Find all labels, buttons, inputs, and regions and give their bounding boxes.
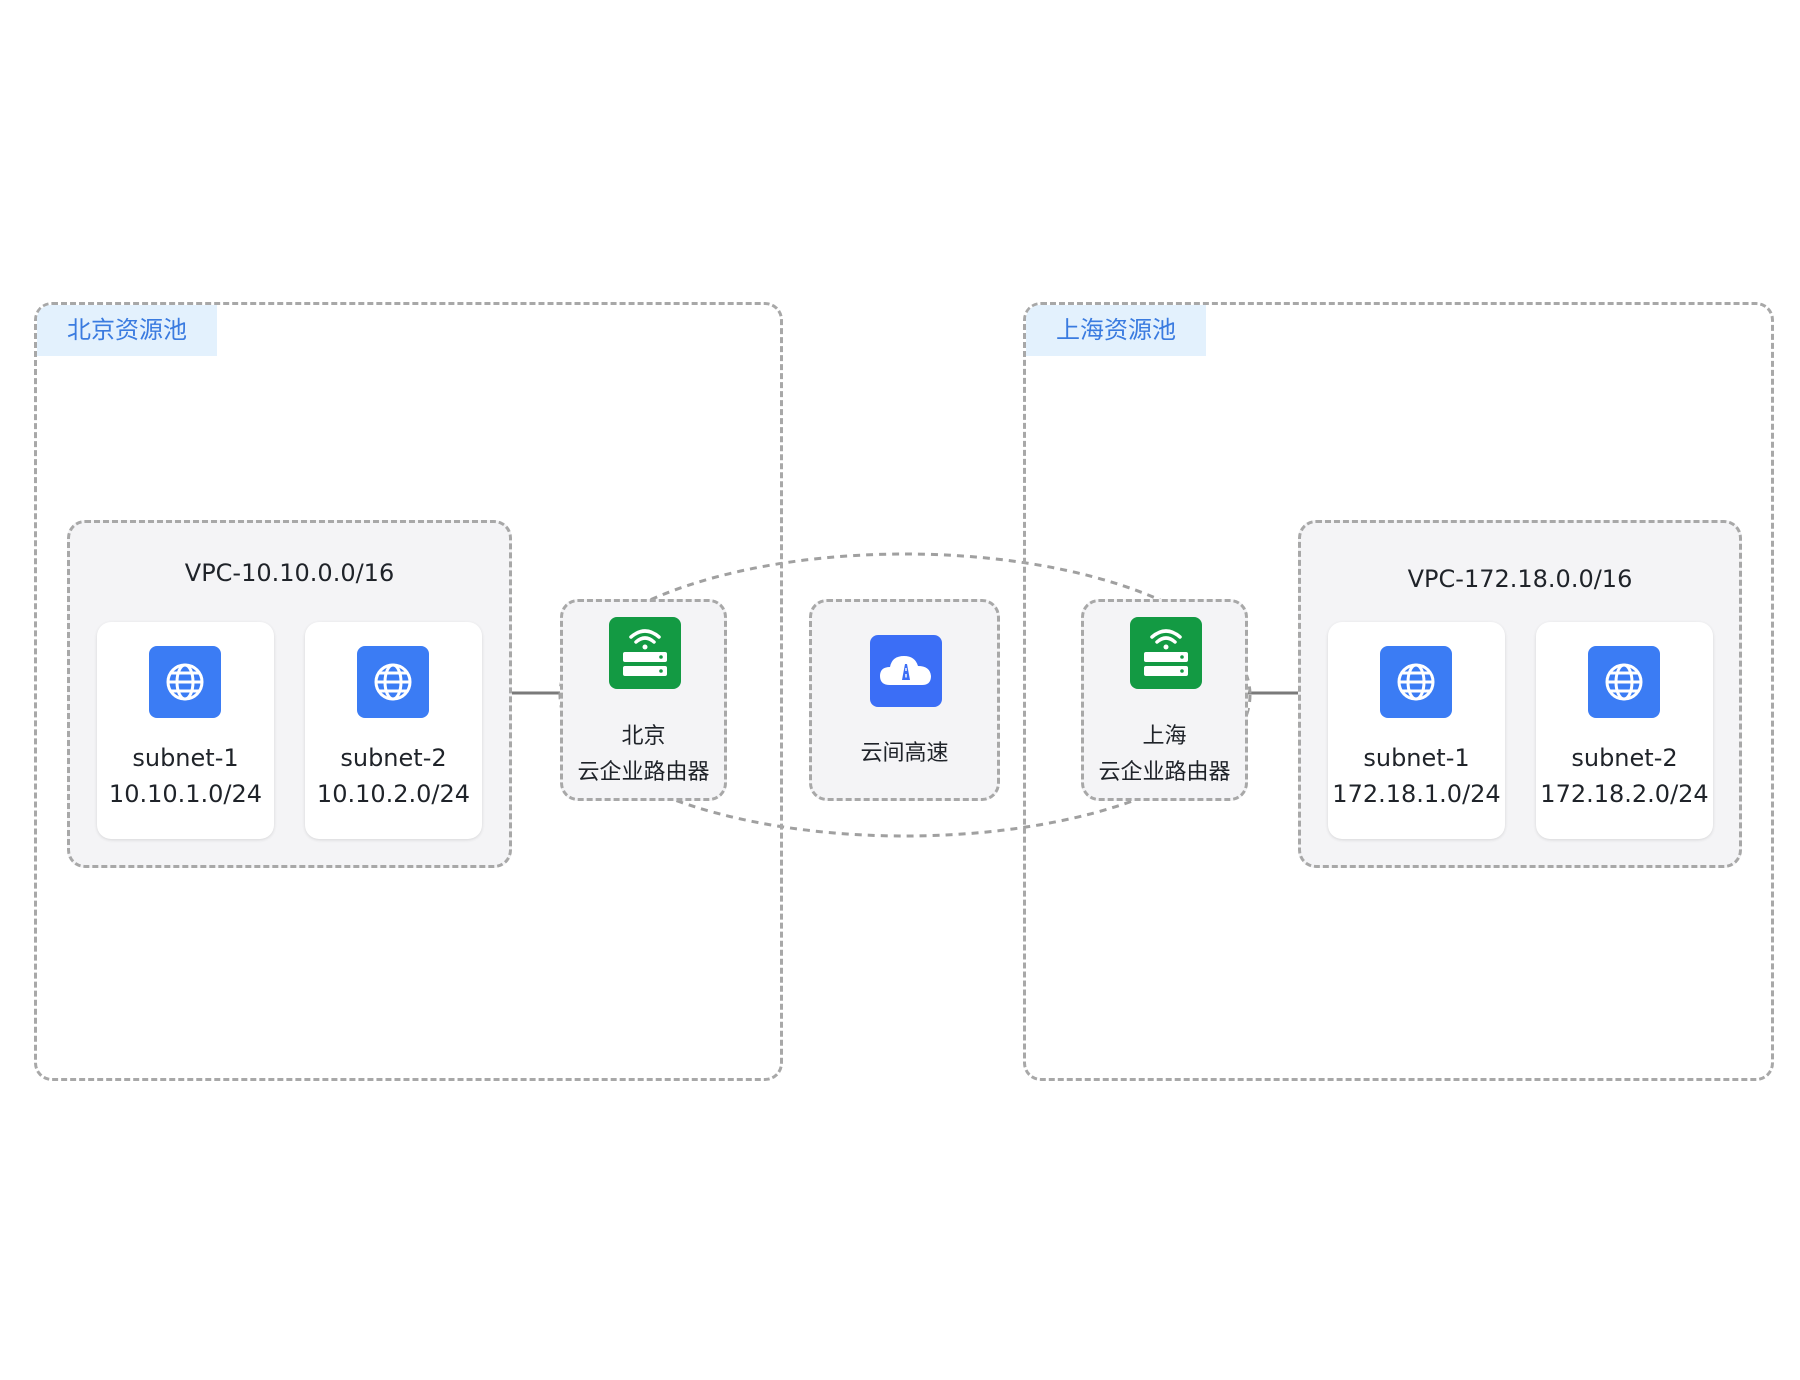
backbone-node[interactable]: 云间高速	[809, 599, 1000, 801]
router-type-label: 云企业路由器	[1098, 760, 1231, 785]
subnet-cidr: 10.10.1.0/24	[108, 780, 263, 808]
vpc-beijing: VPC-10.10.0.0/16 subnet-1 10.10.1.0/24 s…	[67, 520, 512, 868]
router-region-label: 北京	[621, 724, 666, 749]
router-node-beijing[interactable]: 北京 云企业路由器	[560, 599, 727, 801]
backbone-label: 云间高速	[860, 741, 949, 766]
region-beijing: 北京资源池	[34, 302, 783, 1081]
region-shanghai: 上海资源池	[1023, 302, 1774, 1081]
globe-icon	[1380, 646, 1452, 718]
subnet-name: subnet-1	[132, 744, 239, 772]
cloud-highway-icon	[870, 635, 942, 707]
globe-icon	[357, 646, 429, 718]
subnet-card-beijing-2[interactable]: subnet-2 10.10.2.0/24	[305, 622, 482, 839]
subnet-cidr: 172.18.1.0/24	[1332, 780, 1501, 808]
region-shanghai-tag: 上海资源池	[1026, 305, 1206, 356]
subnet-cidr: 10.10.2.0/24	[316, 780, 471, 808]
router-region-label: 上海	[1142, 724, 1187, 749]
router-node-shanghai[interactable]: 上海 云企业路由器	[1081, 599, 1248, 801]
router-icon	[609, 617, 681, 689]
vpc-shanghai-title: VPC-172.18.0.0/16	[1407, 565, 1633, 593]
subnet-name: subnet-2	[1571, 744, 1678, 772]
subnet-card-shanghai-1[interactable]: subnet-1 172.18.1.0/24	[1328, 622, 1505, 839]
vpc-beijing-title: VPC-10.10.0.0/16	[184, 559, 395, 587]
region-beijing-tag: 北京资源池	[37, 305, 217, 356]
subnet-card-beijing-1[interactable]: subnet-1 10.10.1.0/24	[97, 622, 274, 839]
subnet-name: subnet-1	[1363, 744, 1470, 772]
router-type-label: 云企业路由器	[577, 760, 710, 785]
vpc-shanghai: VPC-172.18.0.0/16 subnet-1 172.18.1.0/24…	[1298, 520, 1742, 868]
globe-icon	[1588, 646, 1660, 718]
subnet-cidr: 172.18.2.0/24	[1540, 780, 1709, 808]
router-icon	[1130, 617, 1202, 689]
subnet-name: subnet-2	[340, 744, 447, 772]
subnet-card-shanghai-2[interactable]: subnet-2 172.18.2.0/24	[1536, 622, 1713, 839]
globe-icon	[149, 646, 221, 718]
